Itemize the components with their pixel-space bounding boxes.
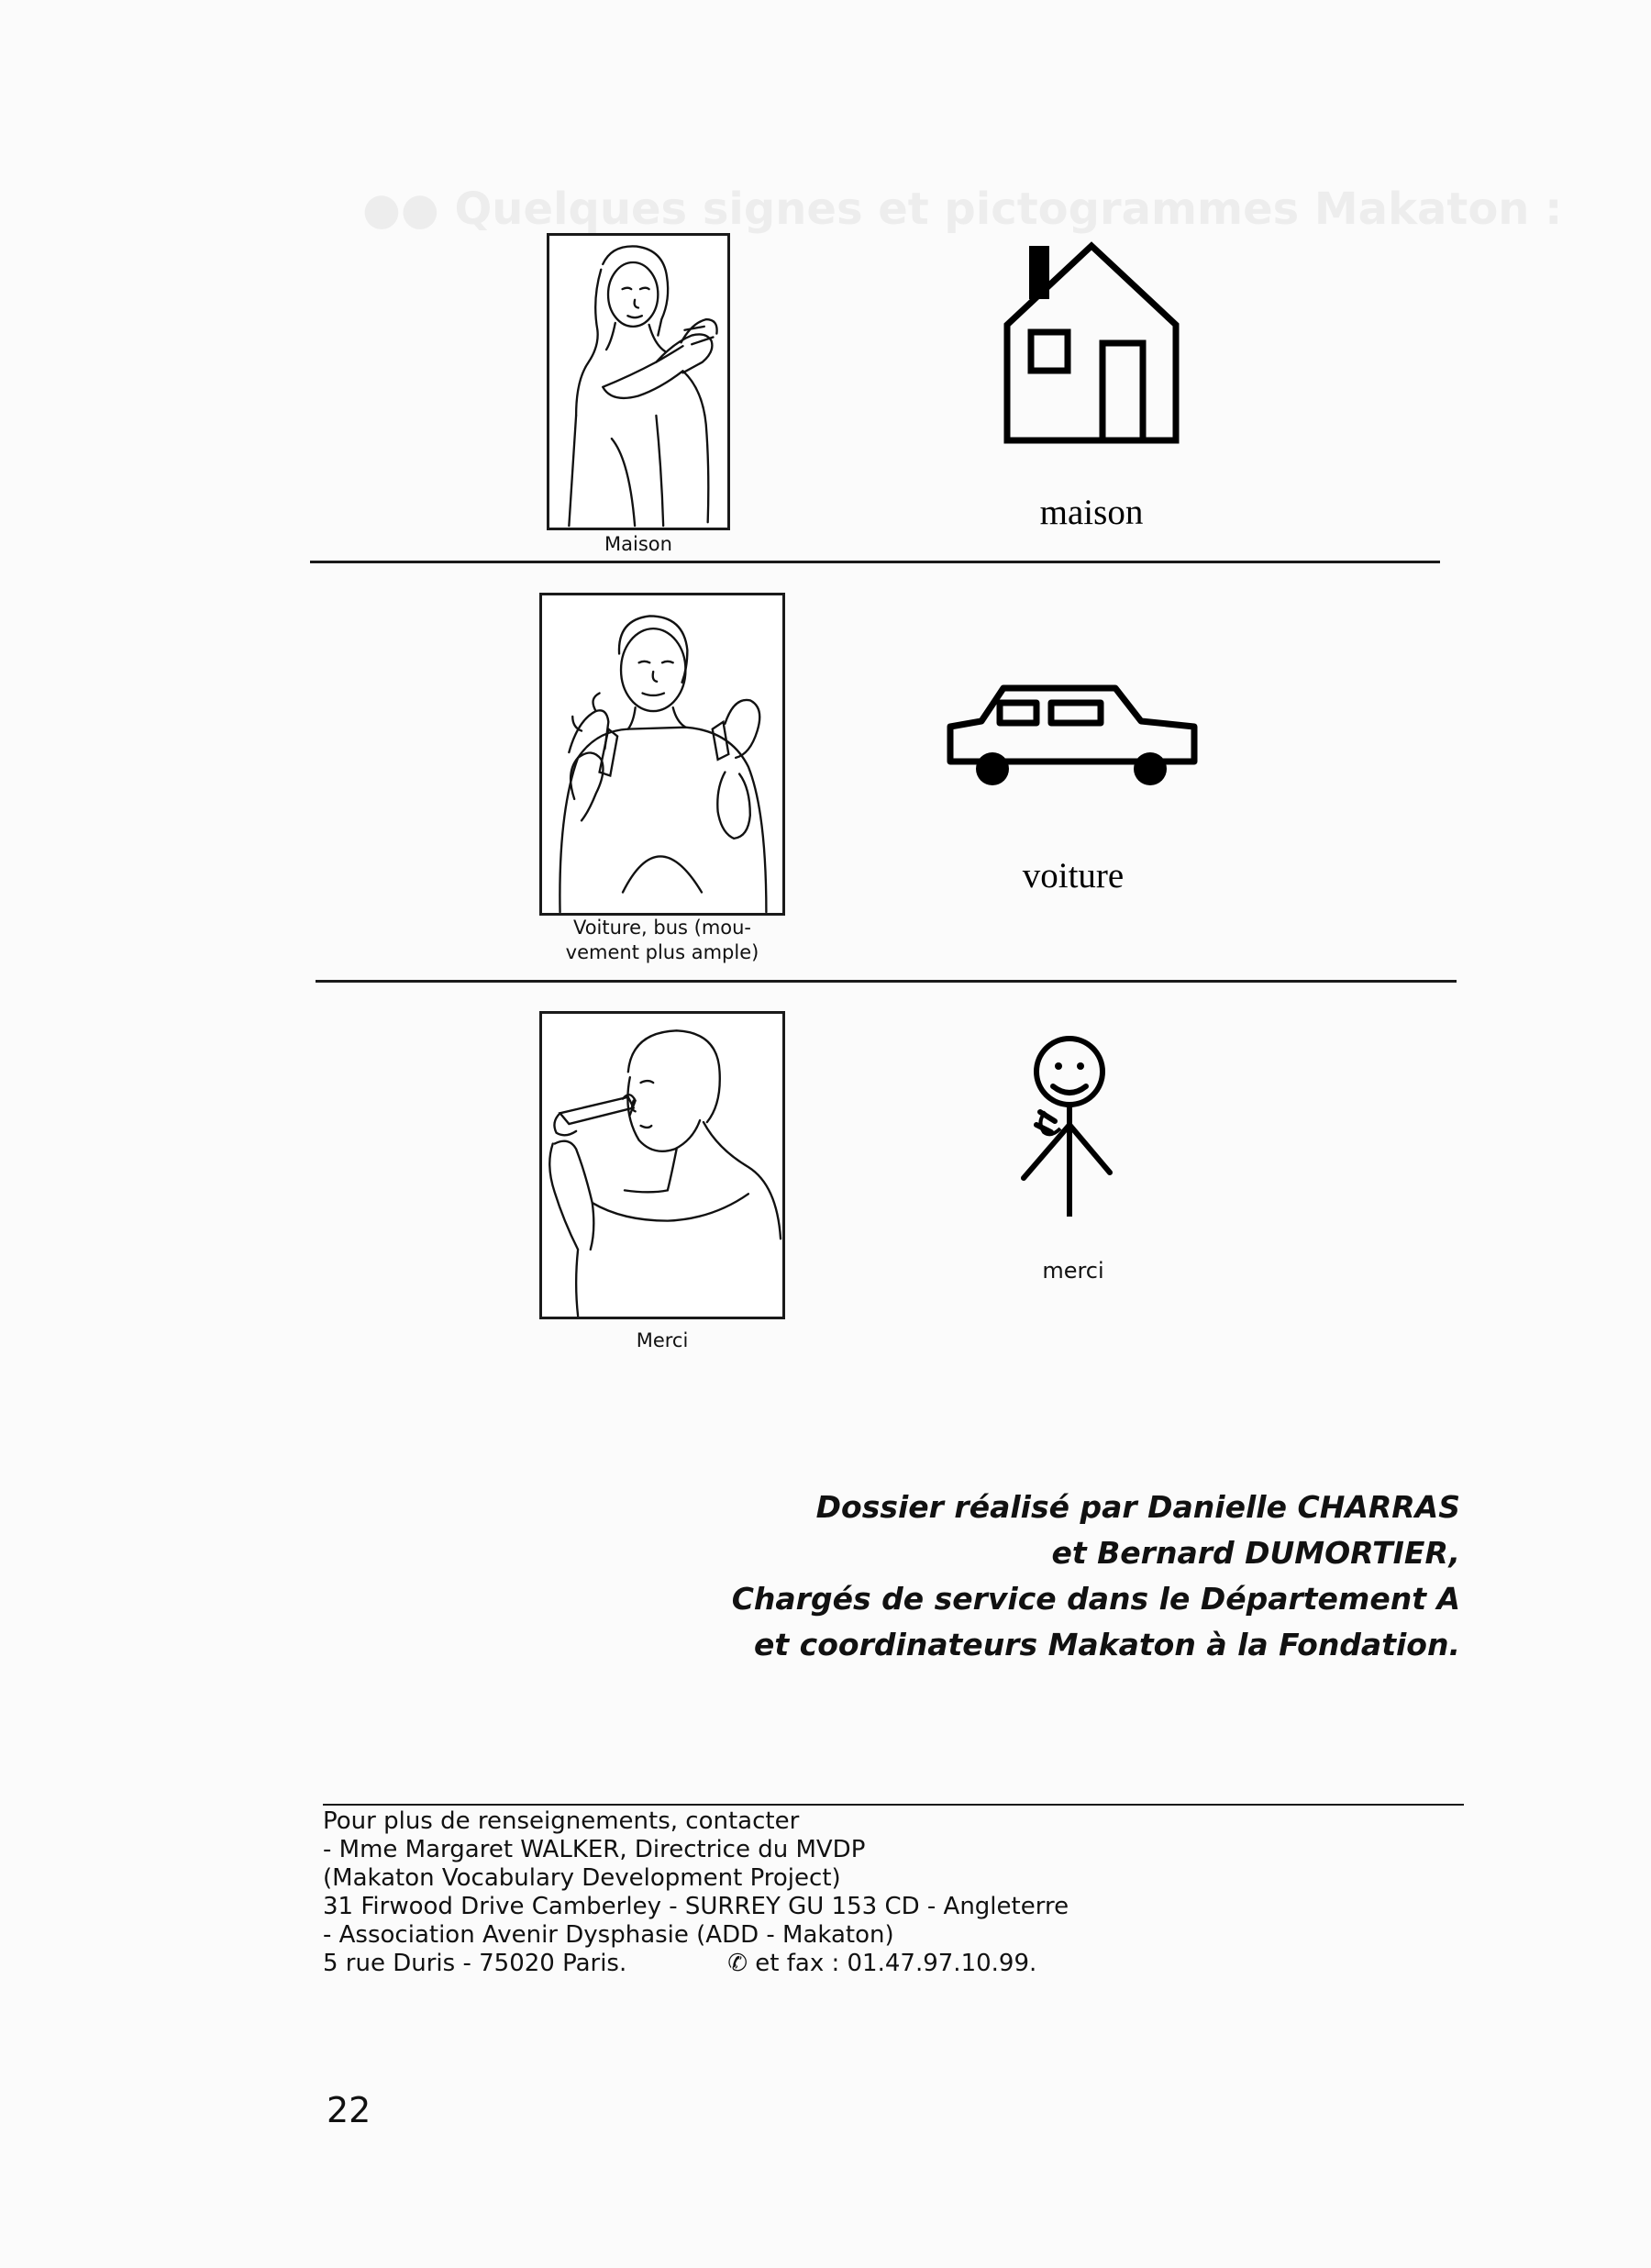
house-icon xyxy=(1000,240,1183,447)
credits-line-2: et Bernard DUMORTIER, xyxy=(1051,1535,1461,1571)
sign-illustration-merci xyxy=(539,1011,785,1319)
contact-line-3: (Makaton Vocabulary Development Project) xyxy=(323,1864,841,1892)
sign-illustration-maison xyxy=(547,233,730,530)
contact-phone-fax: ✆ et fax : 01.47.97.10.99. xyxy=(727,1950,1037,1977)
contact-line-4: 31 Firwood Drive Camberley - SURREY GU 1… xyxy=(323,1893,1069,1920)
separator-2 xyxy=(316,980,1457,983)
credits-line-3: Chargés de service dans le Département A xyxy=(731,1581,1460,1617)
separator-contact xyxy=(323,1804,1464,1806)
page-number: 22 xyxy=(327,2090,371,2130)
picto-caption-maison: maison xyxy=(1039,493,1144,532)
stick-figure-icon xyxy=(1014,1033,1125,1219)
show-through-text: ●● Quelques signes et pictogrammes Makat… xyxy=(362,183,1563,235)
picto-caption-voiture: voiture xyxy=(1022,856,1125,895)
car-icon xyxy=(945,681,1202,789)
sign-caption-merci: Merci xyxy=(636,1329,689,1351)
credits-line-4: et coordinateurs Makaton à la Fondation. xyxy=(754,1627,1460,1662)
credits-line-1: Dossier réalisé par Danielle CHARRAS xyxy=(815,1489,1460,1525)
person-signing-car-icon xyxy=(559,615,768,913)
picto-caption-merci: merci xyxy=(1042,1258,1104,1284)
contact-line-1: Pour plus de renseignements, contacter xyxy=(323,1807,800,1835)
contact-address: 5 rue Duris - 75020 Paris. xyxy=(323,1950,627,1977)
sign-caption-voiture-line2: vement plus ample) xyxy=(565,941,759,963)
person-signing-house-icon xyxy=(568,245,718,528)
credits-block: Dossier réalisé par Danielle CHARRAS et … xyxy=(732,1484,1460,1668)
sign-illustration-voiture xyxy=(539,593,785,916)
separator-1 xyxy=(310,561,1440,563)
contact-line-5: - Association Avenir Dysphasie (ADD - Ma… xyxy=(323,1921,894,1949)
sign-caption-maison: Maison xyxy=(604,533,672,555)
sign-caption-voiture-line1: Voiture, bus (mou- xyxy=(572,917,752,939)
person-signing-thanks-icon xyxy=(548,1029,782,1317)
contact-block: Pour plus de renseignements, contacter -… xyxy=(323,1807,1069,1978)
contact-line-6: 5 rue Duris - 75020 Paris. ✆ et fax : 01.… xyxy=(323,1950,1069,1978)
contact-line-2: - Mme Margaret WALKER, Directrice du MVD… xyxy=(323,1836,866,1863)
